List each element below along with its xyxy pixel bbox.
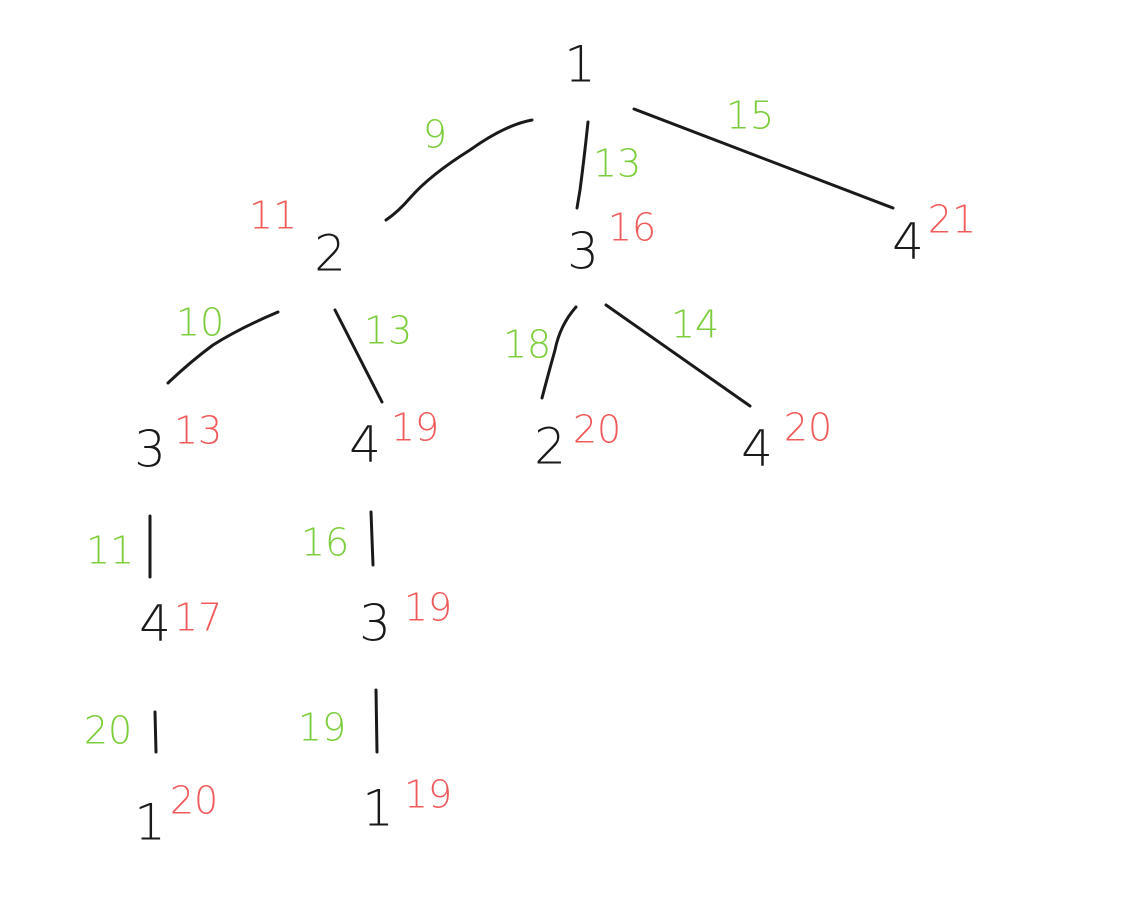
tree-node-n2-3-4: 4 — [139, 595, 171, 653]
edge-n3-to-n3-2 — [540, 305, 578, 400]
edge-n2-to-n2-3 — [166, 310, 280, 385]
tree-node-n2-4-3: 3 — [359, 595, 391, 653]
edge-n3-to-n3-4 — [604, 303, 752, 408]
edge-weight-label: 15 — [726, 94, 774, 138]
edge-root-to-n2 — [384, 118, 534, 222]
node-cost-label: 19 — [391, 406, 439, 450]
node-cost-label: 20 — [170, 779, 218, 823]
edge-weight-label: 13 — [364, 309, 412, 353]
edge-weight-label: 13 — [593, 142, 641, 186]
tree-node-root: 1 — [564, 36, 596, 94]
tree-node-n2-4: 4 — [349, 416, 381, 474]
node-cost-label: 13 — [174, 409, 222, 453]
tree-node-n2-3-4-1: 1 — [134, 794, 166, 852]
tree-node-n2-4-3-1: 1 — [362, 780, 394, 838]
edge-weights-layer: 9 13 15 10 13 18 14 11 16 20 19 — [84, 94, 774, 753]
edge-weight-label: 11 — [86, 529, 134, 573]
edges-layer — [148, 107, 895, 754]
node-cost-label: 20 — [573, 408, 621, 452]
node-cost-label: 19 — [404, 586, 452, 630]
tree-node-n2: 2 — [314, 225, 346, 283]
edge-weight-label: 18 — [503, 323, 551, 367]
tree-node-n4: 4 — [892, 213, 924, 271]
node-cost-label: 16 — [608, 206, 656, 250]
edge-n2-to-n2-4 — [333, 308, 384, 404]
edge-weight-label: 19 — [298, 706, 346, 750]
edge-weight-label: 9 — [423, 113, 447, 157]
edge-root-to-n3 — [575, 120, 590, 210]
edge-root-to-n4 — [632, 107, 895, 210]
node-cost-label: 11 — [249, 194, 297, 238]
tree-node-n2-3: 3 — [134, 421, 166, 479]
edge-n2-4-3-to-n2-4-3-1 — [374, 688, 379, 754]
node-cost-label: 20 — [784, 406, 832, 450]
edge-weight-label: 10 — [176, 301, 224, 345]
tree-node-n3-4: 4 — [741, 420, 773, 478]
tree-node-n3-2: 2 — [534, 418, 566, 476]
node-cost-label: 17 — [174, 596, 222, 640]
edge-n2-3-4-to-n2-3-4-1 — [153, 710, 158, 754]
edge-weight-label: 20 — [84, 709, 132, 753]
tree-node-n3: 3 — [567, 223, 599, 281]
node-cost-label: 19 — [404, 773, 452, 817]
edge-weight-label: 16 — [301, 521, 349, 565]
edge-n2-4-to-n2-4-3 — [369, 510, 375, 567]
node-cost-label: 21 — [928, 198, 976, 242]
node-costs-layer: 11 16 21 13 19 20 20 17 19 20 19 — [170, 194, 976, 823]
edge-weight-label: 14 — [671, 303, 719, 347]
